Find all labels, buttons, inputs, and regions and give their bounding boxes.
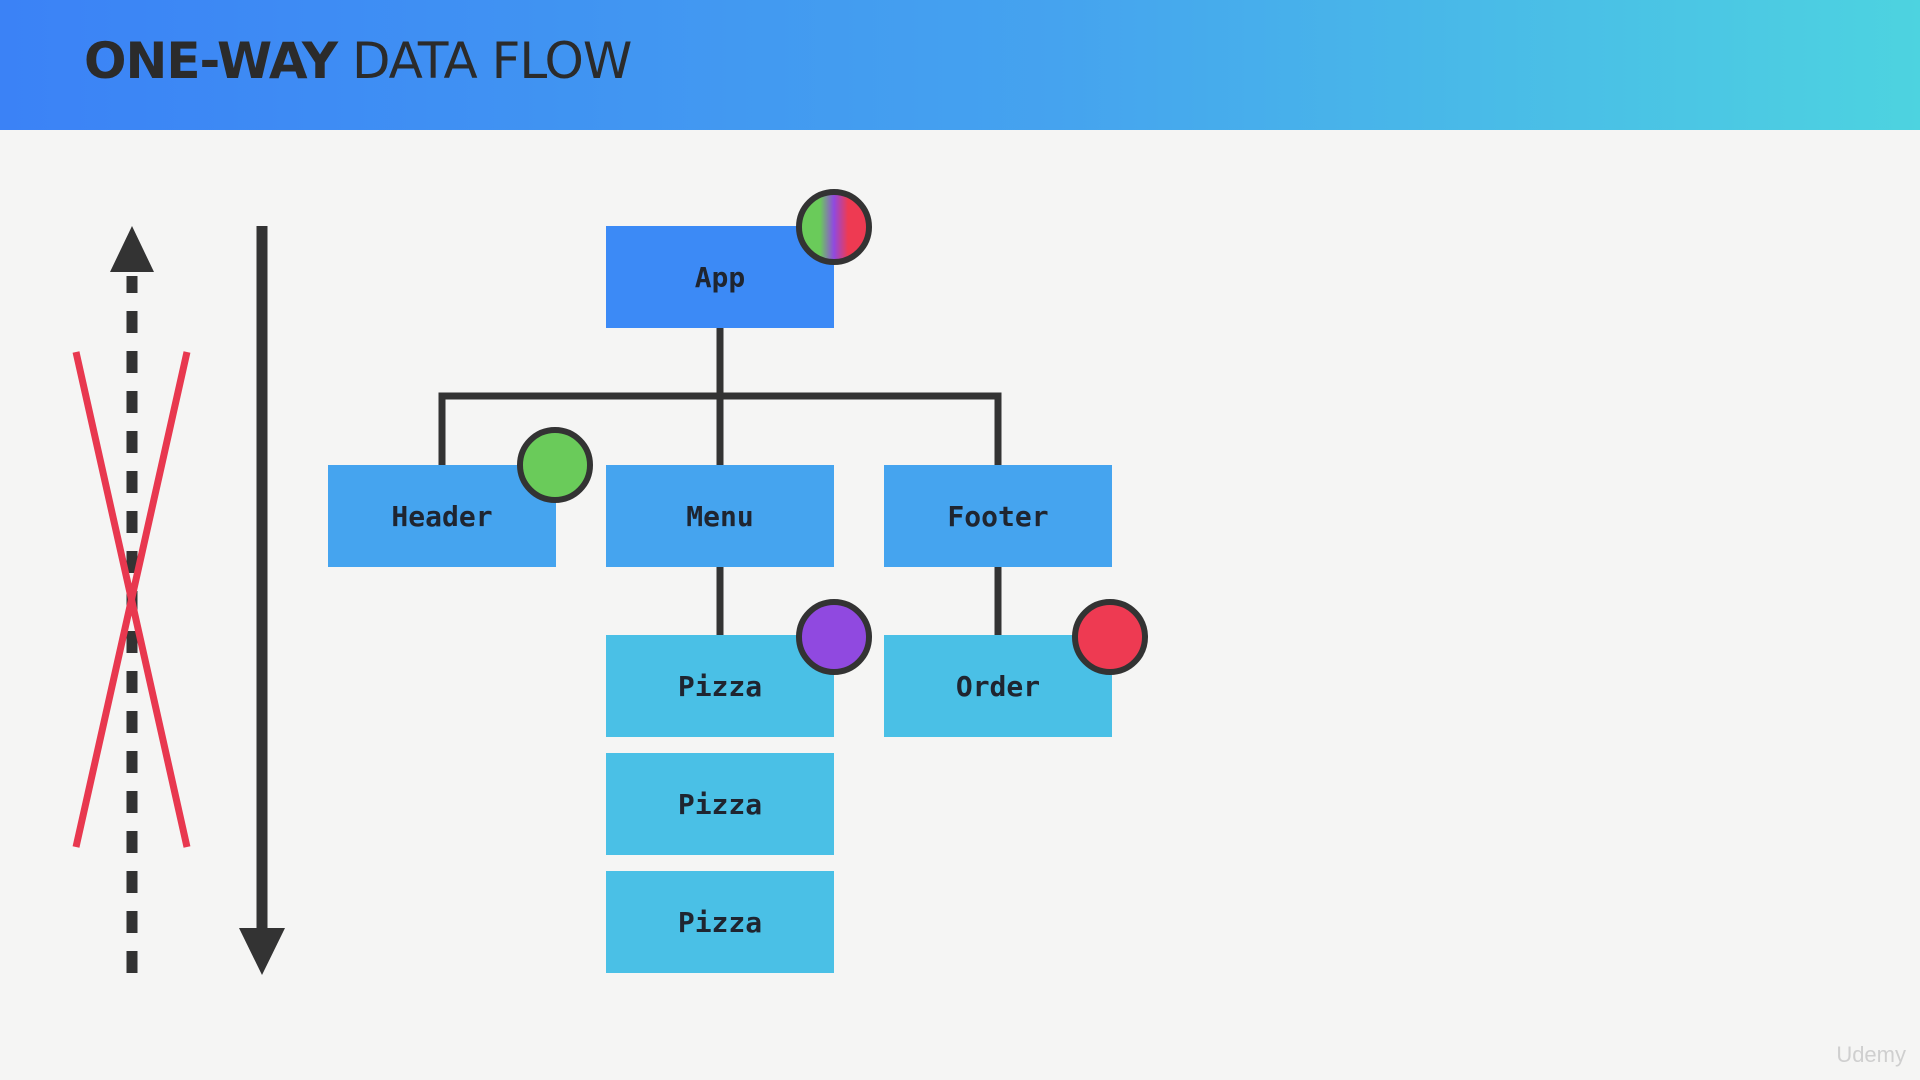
- node-header: Header: [328, 465, 556, 567]
- dashed-up-arrow-head: [110, 226, 154, 272]
- title-banner: [0, 0, 1920, 130]
- node-pizza-1: Pizza: [606, 635, 834, 737]
- node-pizza-2: Pizza: [606, 753, 834, 855]
- node-pizza-2-label: Pizza: [677, 787, 763, 821]
- title-bold: ONE-WAY: [84, 32, 338, 90]
- node-app-label: App: [694, 260, 746, 294]
- title-rest: DATA FLOW: [351, 32, 632, 90]
- node-footer: Footer: [884, 465, 1112, 567]
- node-app: App: [606, 226, 834, 328]
- cross-line-2: [72, 351, 191, 848]
- node-pizza-1-label: Pizza: [677, 669, 763, 703]
- node-header-label: Header: [391, 499, 493, 533]
- node-menu: Menu: [606, 465, 834, 567]
- node-pizza-3: Pizza: [606, 871, 834, 973]
- down-arrow-head: [239, 928, 285, 975]
- node-order: Order: [884, 635, 1112, 737]
- tree-connectors: [438, 328, 1002, 636]
- node-pizza-3-label: Pizza: [677, 905, 763, 939]
- watermark-logo: Udemy: [1836, 1042, 1906, 1067]
- node-menu-label: Menu: [686, 499, 754, 533]
- node-footer-label: Footer: [947, 499, 1049, 533]
- slide-title: ONE-WAY DATA FLOW: [84, 32, 632, 90]
- node-order-label: Order: [955, 669, 1041, 703]
